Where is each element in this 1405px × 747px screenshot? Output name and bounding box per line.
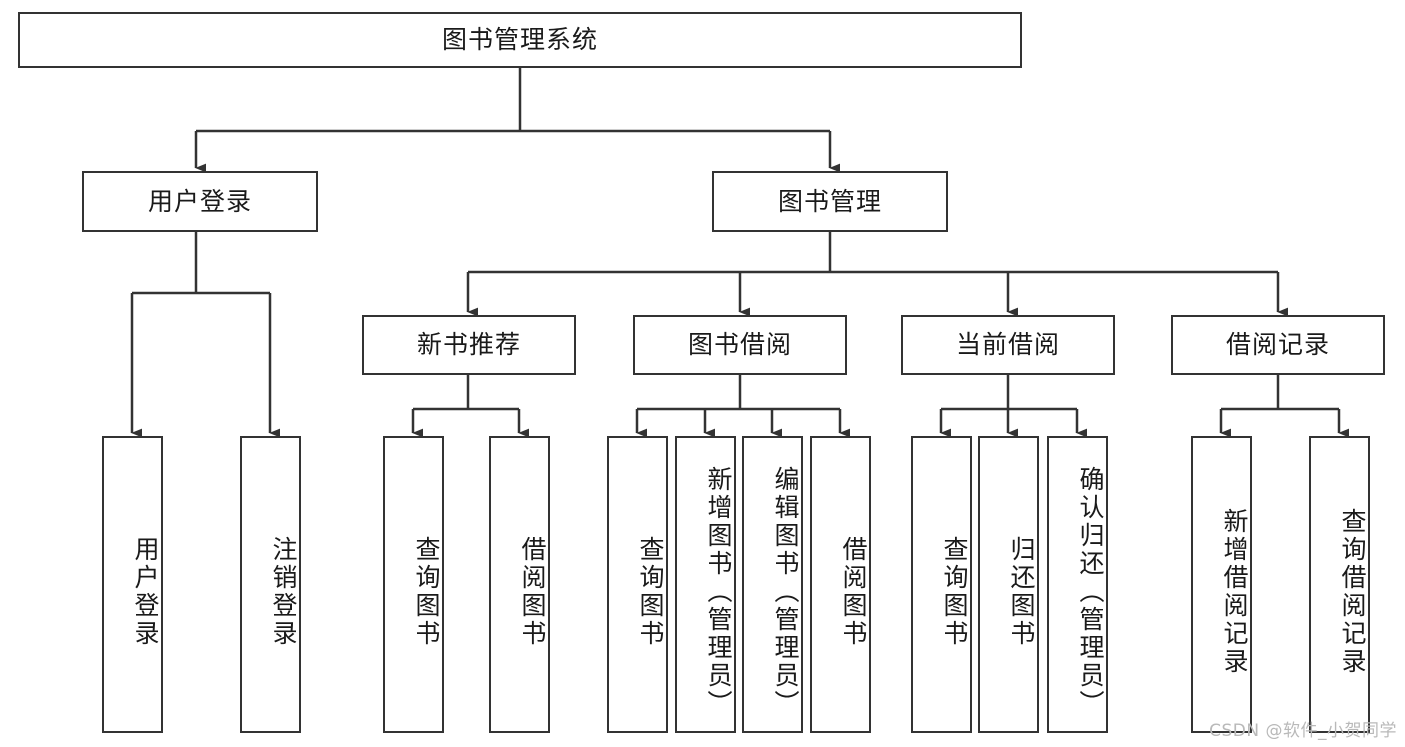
- node-leaf-add-record-label: 新增借阅记录: [1220, 507, 1249, 676]
- node-leaf-return-book[interactable]: 归还图书: [978, 436, 1039, 733]
- watermark: CSDN @软件_小贺同学: [1209, 721, 1397, 741]
- node-current-borrow-label: 当前借阅: [955, 330, 1060, 360]
- node-root[interactable]: 图书管理系统: [18, 12, 1022, 68]
- node-leaf-query-record[interactable]: 查询借阅记录: [1309, 436, 1370, 733]
- node-leaf-edit-book-label: 编辑图书（管理员）: [771, 465, 800, 718]
- node-leaf-add-book-label: 新增图书（管理员）: [704, 465, 733, 718]
- node-borrow-record[interactable]: 借阅记录: [1171, 315, 1385, 375]
- node-user-login[interactable]: 用户登录: [82, 171, 318, 232]
- node-current-borrow[interactable]: 当前借阅: [901, 315, 1115, 375]
- node-leaf-query-book-3[interactable]: 查询图书: [911, 436, 972, 733]
- node-borrow-record-label: 借阅记录: [1225, 330, 1330, 360]
- node-book-borrow-label: 图书借阅: [687, 330, 792, 360]
- node-leaf-borrow-book-2-label: 借阅图书: [839, 535, 868, 648]
- node-leaf-query-record-label: 查询借阅记录: [1338, 507, 1367, 676]
- node-leaf-confirm-return-label: 确认归还（管理员）: [1076, 465, 1105, 718]
- node-leaf-edit-book[interactable]: 编辑图书（管理员）: [742, 436, 803, 733]
- node-leaf-query-book-1[interactable]: 查询图书: [383, 436, 444, 733]
- node-leaf-user-logout[interactable]: 注销登录: [240, 436, 301, 733]
- node-leaf-borrow-book-1[interactable]: 借阅图书: [489, 436, 550, 733]
- node-new-book-rec[interactable]: 新书推荐: [362, 315, 576, 375]
- node-leaf-query-book-3-label: 查询图书: [940, 535, 969, 648]
- node-leaf-user-login[interactable]: 用户登录: [102, 436, 163, 733]
- node-leaf-user-logout-label: 注销登录: [269, 535, 298, 648]
- node-leaf-query-book-2-label: 查询图书: [636, 535, 665, 648]
- node-leaf-confirm-return[interactable]: 确认归还（管理员）: [1047, 436, 1108, 733]
- node-leaf-query-book-1-label: 查询图书: [412, 535, 441, 648]
- node-leaf-user-login-label: 用户登录: [131, 535, 160, 648]
- node-book-manage[interactable]: 图书管理: [712, 171, 948, 232]
- node-book-borrow[interactable]: 图书借阅: [633, 315, 847, 375]
- node-user-login-label: 用户登录: [147, 186, 252, 216]
- node-leaf-add-book[interactable]: 新增图书（管理员）: [675, 436, 736, 733]
- node-leaf-return-book-label: 归还图书: [1007, 535, 1036, 648]
- node-leaf-borrow-book-2[interactable]: 借阅图书: [810, 436, 871, 733]
- node-leaf-borrow-book-1-label: 借阅图书: [518, 535, 547, 648]
- node-new-book-rec-label: 新书推荐: [416, 330, 521, 360]
- node-leaf-query-book-2[interactable]: 查询图书: [607, 436, 668, 733]
- node-book-manage-label: 图书管理: [777, 186, 882, 216]
- node-root-label: 图书管理系统: [441, 25, 598, 55]
- node-leaf-add-record[interactable]: 新增借阅记录: [1191, 436, 1252, 733]
